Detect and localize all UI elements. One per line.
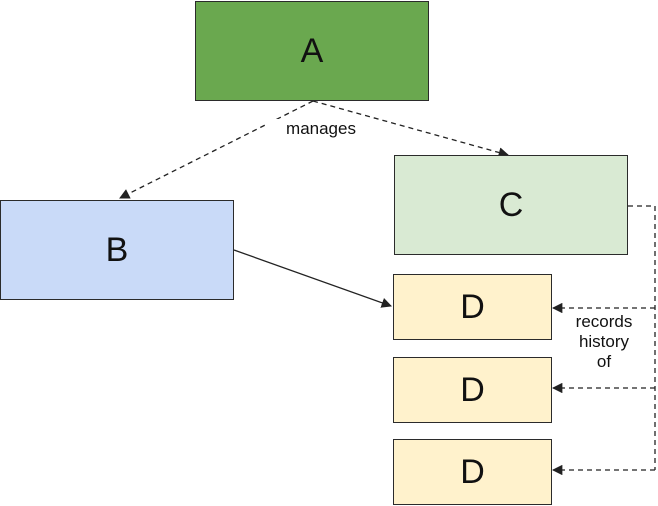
edge-b-to-d (233, 249, 392, 308)
node-a: A (195, 1, 429, 101)
node-b: B (0, 200, 234, 300)
edge-label-line-3: of (596, 352, 612, 371)
edge-a-to-b (119, 100, 314, 199)
edge-label-line-2: history (578, 332, 630, 351)
edge-label-manages: manages (266, 119, 376, 139)
node-d-1: D (393, 274, 552, 340)
node-d-2-label: D (460, 370, 485, 409)
edge-c-records-bracket (628, 205, 656, 470)
edge-label-records-history-of: records history of (566, 312, 642, 372)
node-d-1-label: D (460, 287, 485, 326)
node-b-label: B (105, 230, 129, 269)
node-c-label: C (498, 185, 524, 224)
node-d-3-label: D (460, 452, 485, 491)
node-d-2: D (393, 357, 552, 423)
node-d-3: D (393, 439, 552, 505)
node-c: C (394, 155, 628, 255)
node-a-label: A (300, 31, 324, 70)
edge-label-line-1: records (575, 312, 633, 331)
edge-a-to-c (312, 100, 510, 158)
